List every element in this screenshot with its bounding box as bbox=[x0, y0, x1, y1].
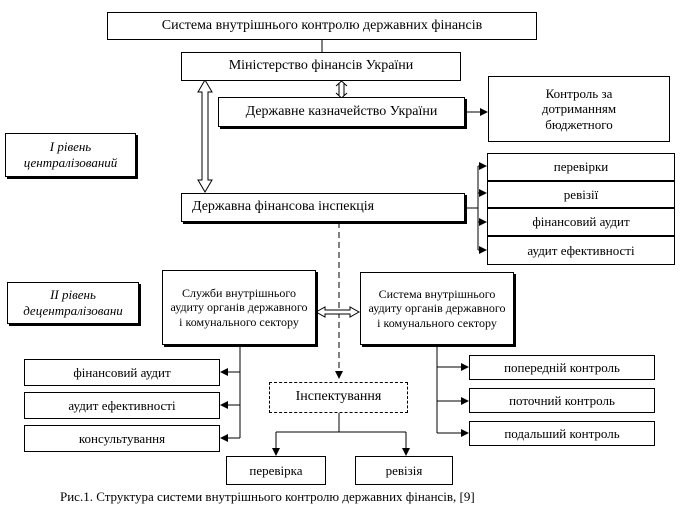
inspection-box: Державна фінансова інспекція bbox=[181, 193, 465, 222]
treasury-control-label: Контроль за дотриманням бюджетного bbox=[541, 85, 617, 132]
audit-function-label: консультування bbox=[78, 430, 166, 446]
treasury-control-box: Контроль за дотриманням бюджетного bbox=[488, 76, 670, 142]
treasury-label: Державне казначейство України bbox=[245, 103, 438, 119]
inspecting-child-label: перевірка bbox=[249, 462, 303, 478]
control-type-label: поточний контроль bbox=[509, 392, 615, 408]
system-control-connector bbox=[436, 345, 469, 437]
inspection-function-revisions: ревізії bbox=[487, 181, 675, 208]
inspecting-child-label: ревізія bbox=[385, 462, 423, 478]
control-current: поточний контроль bbox=[469, 388, 655, 413]
internal-audit-system-label: Система внутрішнього аудиту органів держ… bbox=[368, 286, 506, 330]
treasury-box: Державне казначейство України bbox=[218, 97, 465, 127]
inspecting-children-connector bbox=[272, 413, 410, 456]
inspecting-check-box: перевірка bbox=[226, 456, 326, 485]
control-type-label: подальший контроль bbox=[504, 425, 620, 441]
figure-caption: Рис.1. Структура системи внутрішнього ко… bbox=[60, 489, 475, 504]
inspection-functions-connector bbox=[465, 162, 487, 254]
audit-function-label: фінансовий аудит bbox=[73, 364, 171, 380]
inspection-function-efficiency-audit: аудит ефективності bbox=[487, 236, 675, 265]
inspecting-label: Інспектування bbox=[295, 389, 382, 405]
system-title-box: Система внутрішнього контролю державних … bbox=[107, 12, 537, 40]
ministry-label: Міністерство фінансів України bbox=[228, 58, 414, 74]
function-label: аудит ефективності bbox=[527, 242, 635, 258]
inspecting-revision-box: ревізія bbox=[355, 456, 453, 485]
function-label: фінансовий аудит bbox=[532, 214, 630, 230]
audit-function-consulting: консультування bbox=[24, 425, 220, 452]
inspecting-box: Інспектування bbox=[269, 382, 408, 413]
inspection-function-checks: перевірки bbox=[487, 153, 675, 181]
ministry-inspection-double-arrow bbox=[197, 79, 213, 193]
ministry-box: Міністерство фінансів України bbox=[181, 52, 461, 81]
services-system-double-arrow bbox=[314, 306, 361, 318]
level2-label: ІІ рівень децентралізовани bbox=[23, 287, 123, 318]
function-label: перевірки bbox=[553, 159, 609, 175]
control-subsequent: подальший контроль bbox=[469, 421, 655, 446]
level2-box: ІІ рівень децентралізовани bbox=[7, 282, 139, 324]
internal-audit-services-label: Служби внутрішнього аудиту органів держа… bbox=[170, 285, 308, 329]
inspection-function-financial-audit: фінансовий аудит bbox=[487, 208, 675, 236]
control-type-label: попередній контроль bbox=[504, 359, 620, 375]
inspection-label: Державна фінансова інспекція bbox=[192, 199, 375, 215]
ministry-treasury-double-arrow bbox=[335, 80, 348, 99]
system-title: Система внутрішнього контролю державних … bbox=[161, 17, 483, 33]
level1-box: І рівень централізований bbox=[5, 133, 136, 177]
level1-label: І рівень централізований bbox=[23, 139, 118, 170]
audit-function-label: аудит ефективності bbox=[68, 397, 176, 413]
audit-function-financial: фінансовий аудит bbox=[24, 359, 220, 386]
internal-audit-services-box: Служби внутрішнього аудиту органів держа… bbox=[162, 270, 316, 345]
function-label: ревізії bbox=[563, 186, 599, 202]
internal-audit-system-box: Система внутрішнього аудиту органів держ… bbox=[360, 272, 514, 345]
control-preliminary: попередній контроль bbox=[469, 355, 655, 380]
services-functions-connector bbox=[220, 345, 241, 442]
audit-function-efficiency: аудит ефективності bbox=[24, 392, 220, 419]
